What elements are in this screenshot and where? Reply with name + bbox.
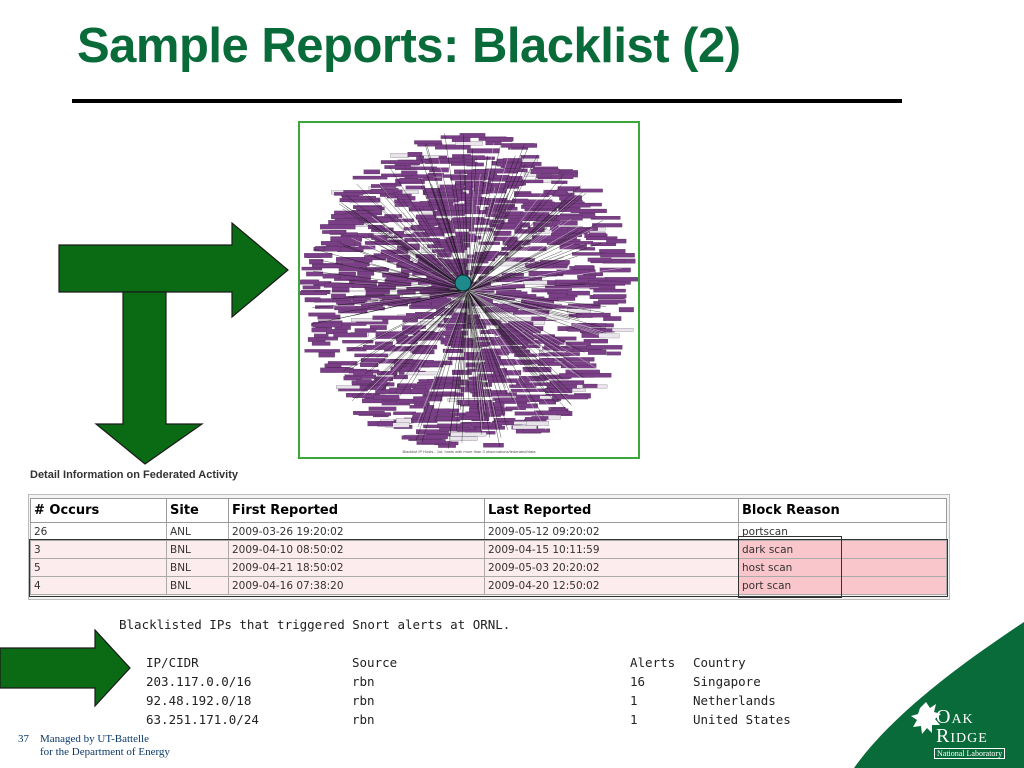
cell-reason: host scan [738,558,947,577]
cell-occurs: 5 [30,558,167,577]
title-underline [72,99,902,103]
cell-occurs: 3 [30,540,167,559]
oak-leaf-icon [911,702,941,734]
col-last-reported: Last Reported [484,498,739,523]
graph-hub-node [454,274,472,292]
bl-header-source: Source [352,655,398,670]
oak-ridge-logo [854,622,1024,768]
bl-ip: 63.251.171.0/24 [146,712,259,727]
col-first-reported: First Reported [228,498,485,523]
cell-reason: port scan [738,576,947,595]
logo-line-ridge: Ridge [936,725,988,747]
cell-first: 2009-04-16 07:38:20 [228,576,485,595]
bl-alerts: 16 [630,674,646,689]
graph-caption: Blacklist IP Hosts - 1st, hosts with mor… [402,449,536,454]
cell-first: 2009-03-26 19:20:02 [228,522,485,541]
bl-country: Netherlands [693,693,776,708]
bl-ip: 92.48.192.0/18 [146,693,252,708]
cell-first: 2009-04-21 18:50:02 [228,558,485,577]
blacklist-graph [300,133,638,449]
cell-last: 2009-05-03 20:20:02 [484,558,739,577]
footer-department: for the Department of Energy [40,746,170,758]
bl-source: rbn [352,712,375,727]
cell-site: BNL [166,576,229,595]
logo-line-national-laboratory: National Laboratory [934,748,1006,759]
table-header-row: # Occurs Site First Reported Last Report… [30,498,947,523]
table-row: 5 BNL 2009-04-21 18:50:02 2009-05-03 20:… [30,558,947,577]
cell-last: 2009-04-15 10:11:59 [484,540,739,559]
cell-site: ANL [166,522,229,541]
table-row: 4 BNL 2009-04-16 07:38:20 2009-04-20 12:… [30,576,947,595]
detail-heading: Detail Information on Federated Activity [30,469,239,481]
table-row: 26 ANL 2009-03-26 19:20:02 2009-05-12 09… [30,522,947,541]
bl-header-ip: IP/CIDR [146,655,199,670]
cell-site: BNL [166,558,229,577]
table-row: 3 BNL 2009-04-10 08:50:02 2009-04-15 10:… [30,540,947,559]
bl-country: United States [693,712,791,727]
arrow-right-icon [0,629,131,708]
cell-last: 2009-05-12 09:20:02 [484,522,739,541]
col-site: Site [166,498,229,523]
bl-source: rbn [352,674,375,689]
cell-reason: portscan [738,522,947,541]
bl-header-country: Country [693,655,746,670]
logo-line-oak: Oak [936,706,974,728]
graph-edges [311,133,622,449]
cell-first: 2009-04-10 08:50:02 [228,540,485,559]
blacklist-title: Blacklisted IPs that triggered Snort ale… [119,617,511,632]
t-arrow-icon [58,222,289,465]
cell-occurs: 4 [30,576,167,595]
bl-country: Singapore [693,674,761,689]
bl-alerts: 1 [630,693,638,708]
federated-activity-table: # Occurs Site First Reported Last Report… [30,498,947,595]
bl-alerts: 1 [630,712,638,727]
cell-reason: dark scan [738,540,947,559]
cell-last: 2009-04-20 12:50:02 [484,576,739,595]
bl-ip: 203.117.0.0/16 [146,674,252,689]
slide-number: 37 [18,733,29,745]
bl-header-alerts: Alerts [630,655,676,670]
cell-site: BNL [166,540,229,559]
col-block-reason: Block Reason [738,498,947,523]
footer-managed-by: Managed by UT-Battelle [40,733,149,745]
col-occurs: # Occurs [30,498,167,523]
blacklist-graph-image: Blacklist IP Hosts - 1st, hosts with mor… [298,121,640,459]
bl-source: rbn [352,693,375,708]
cell-occurs: 26 [30,522,167,541]
slide-title: Sample Reports: Blacklist (2) [77,19,741,73]
